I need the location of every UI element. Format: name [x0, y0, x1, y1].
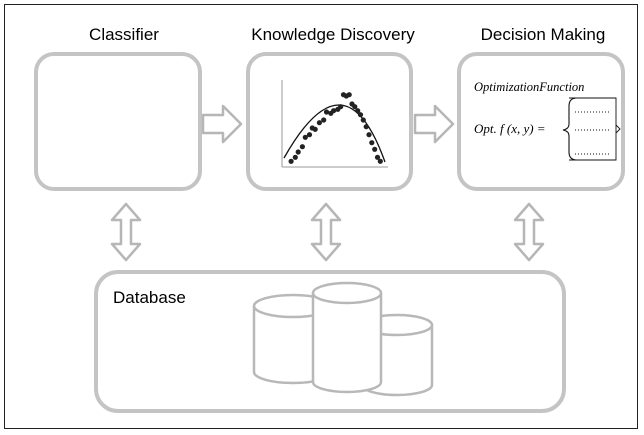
data-point [355, 108, 361, 114]
classifier-box [34, 52, 202, 191]
data-point [377, 158, 383, 164]
data-point [295, 149, 301, 155]
data-point [352, 104, 358, 110]
data-point [363, 124, 369, 130]
arrow-right-icon [413, 104, 455, 144]
data-point [323, 109, 330, 115]
data-point [366, 132, 372, 138]
data-point [306, 132, 313, 138]
data-point [299, 144, 305, 150]
data-point [316, 120, 322, 126]
optimization-formula: Opt. f (x, y) = [474, 121, 546, 136]
data-point [302, 134, 308, 140]
classifier-title: Classifier [89, 25, 159, 44]
data-point [369, 140, 375, 146]
scatter-plot-thumbnail [281, 80, 388, 168]
knowledge-discovery-box [246, 52, 413, 191]
double-arrow-icon [110, 202, 142, 262]
right-brace-tip [615, 124, 621, 134]
scatter-points [288, 92, 383, 164]
database-title: Database [113, 288, 186, 307]
data-point [374, 154, 381, 160]
data-point [357, 112, 364, 118]
data-point [346, 92, 352, 98]
data-point [288, 158, 294, 164]
double-arrow-icon [310, 202, 342, 262]
optimization-function-label: OptimizationFunction [474, 80, 584, 94]
decision-making-title: Decision Making [481, 25, 606, 44]
data-point [372, 146, 378, 152]
cylinder-center [311, 293, 383, 394]
matrix-brace [562, 97, 621, 161]
left-curly-brace [562, 97, 578, 161]
database-cylinders-icon [252, 281, 434, 397]
data-point [338, 104, 344, 110]
double-arrow-icon [513, 202, 545, 262]
data-point [321, 117, 327, 123]
matrix-frame [569, 97, 617, 161]
cylinder-center-top [311, 281, 383, 305]
data-point [331, 108, 337, 114]
arrow-right-icon [201, 104, 243, 144]
data-point [312, 126, 318, 132]
knowledge-discovery-title: Knowledge Discovery [251, 25, 415, 44]
decision-making-box [457, 52, 625, 191]
data-point [360, 117, 366, 123]
data-point [292, 154, 298, 160]
